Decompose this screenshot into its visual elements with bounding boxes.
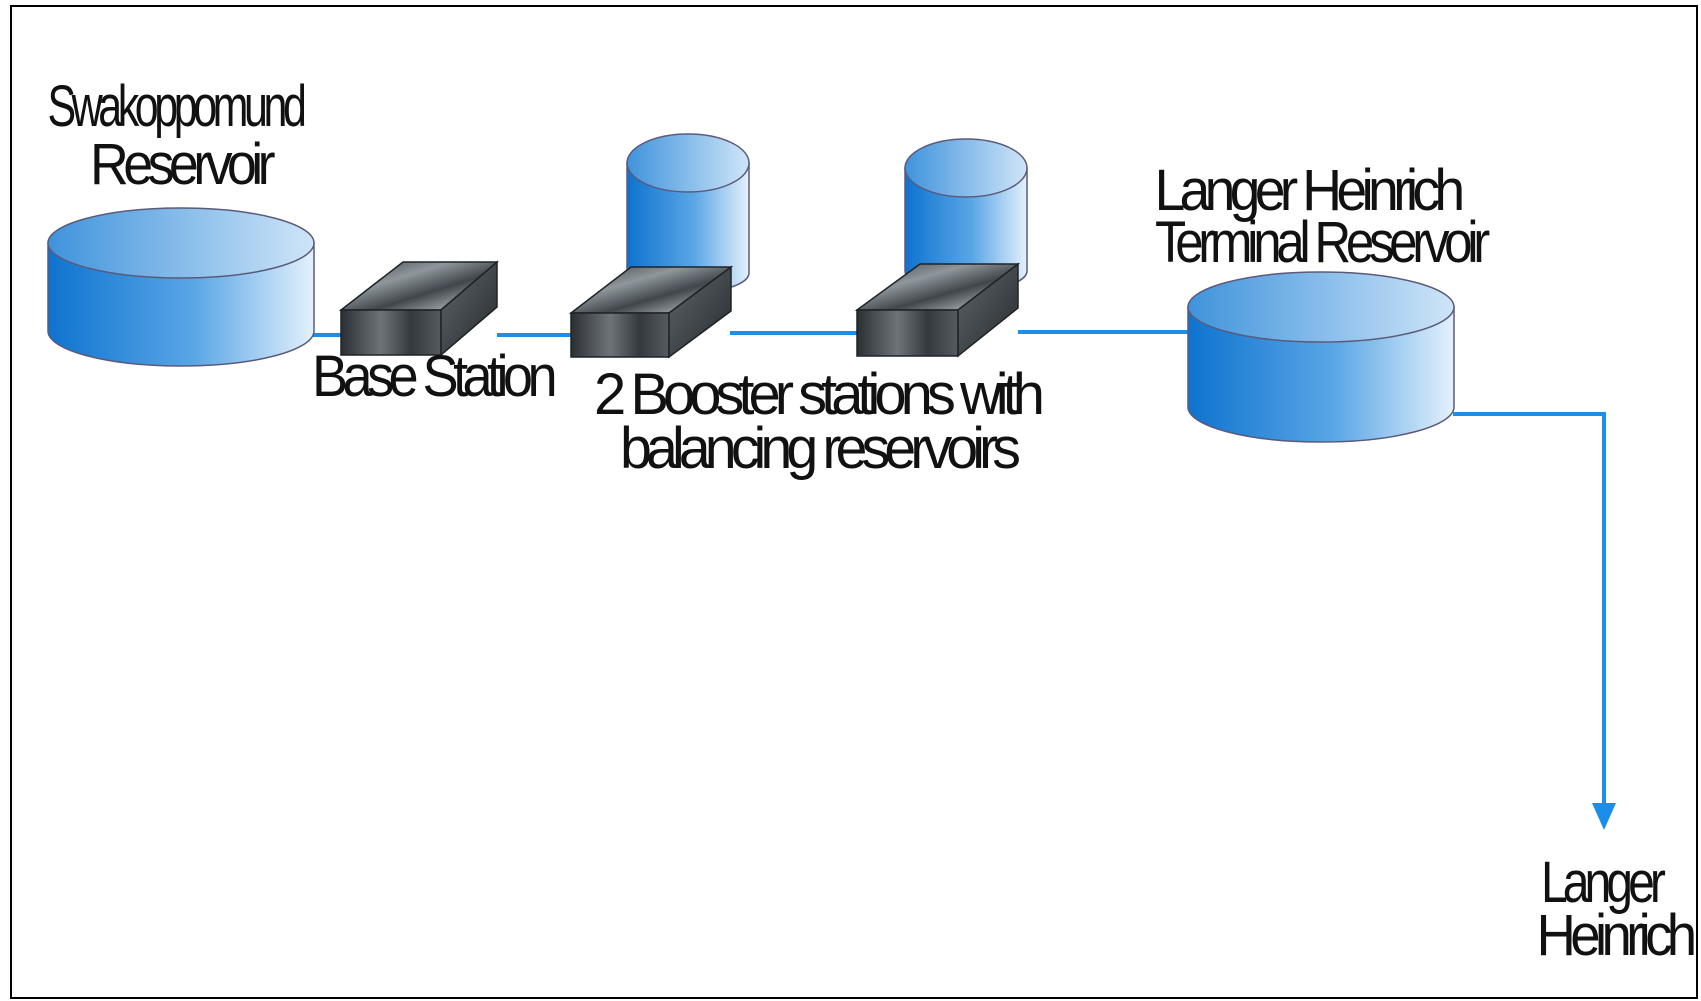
booster-station-2 bbox=[854, 262, 1021, 358]
booster-stations-label-line-2: balancing reservoirs bbox=[620, 416, 1019, 481]
destination-label: Langer Heinrich bbox=[1537, 850, 1695, 968]
terminal-reservoir-body bbox=[1187, 306, 1455, 443]
booster-stations-label-line-1: 2 Booster stations with bbox=[594, 362, 1042, 427]
source-reservoir-top bbox=[47, 207, 315, 279]
source-reservoir bbox=[47, 207, 315, 367]
booster-stations-label: 2 Booster stations with balancing reserv… bbox=[594, 362, 1049, 481]
booster-2-balancing-reservoir bbox=[904, 138, 1028, 292]
source-reservoir-label-line-1: Swakoppomund bbox=[47, 74, 304, 139]
base-station bbox=[338, 260, 500, 357]
diagram-frame bbox=[10, 5, 1698, 999]
pipeline-segment-terminal-to-destination bbox=[1453, 412, 1606, 808]
terminal-reservoir-label-line-1: Langer Heinrich bbox=[1154, 158, 1462, 223]
terminal-reservoir-label: Langer Heinrich Terminal Reservoir bbox=[1154, 158, 1490, 275]
booster-station-1 bbox=[568, 265, 734, 359]
destination-label-line-1: Langer bbox=[1541, 850, 1666, 915]
source-reservoir-label-line-2: Reservoir bbox=[90, 132, 275, 197]
destination-label-line-2: Heinrich bbox=[1537, 903, 1695, 968]
base-station-side bbox=[440, 260, 498, 357]
booster-1-balancing-reservoir bbox=[626, 133, 750, 294]
terminal-reservoir-top bbox=[1187, 271, 1455, 343]
flow-arrowhead-icon bbox=[1592, 803, 1616, 830]
source-reservoir-label: Swakoppomund Reservoir bbox=[47, 74, 312, 197]
terminal-reservoir bbox=[1187, 271, 1455, 443]
terminal-reservoir-label-line-2: Terminal Reservoir bbox=[1155, 210, 1490, 275]
base-station-label: Base Station bbox=[312, 344, 555, 409]
